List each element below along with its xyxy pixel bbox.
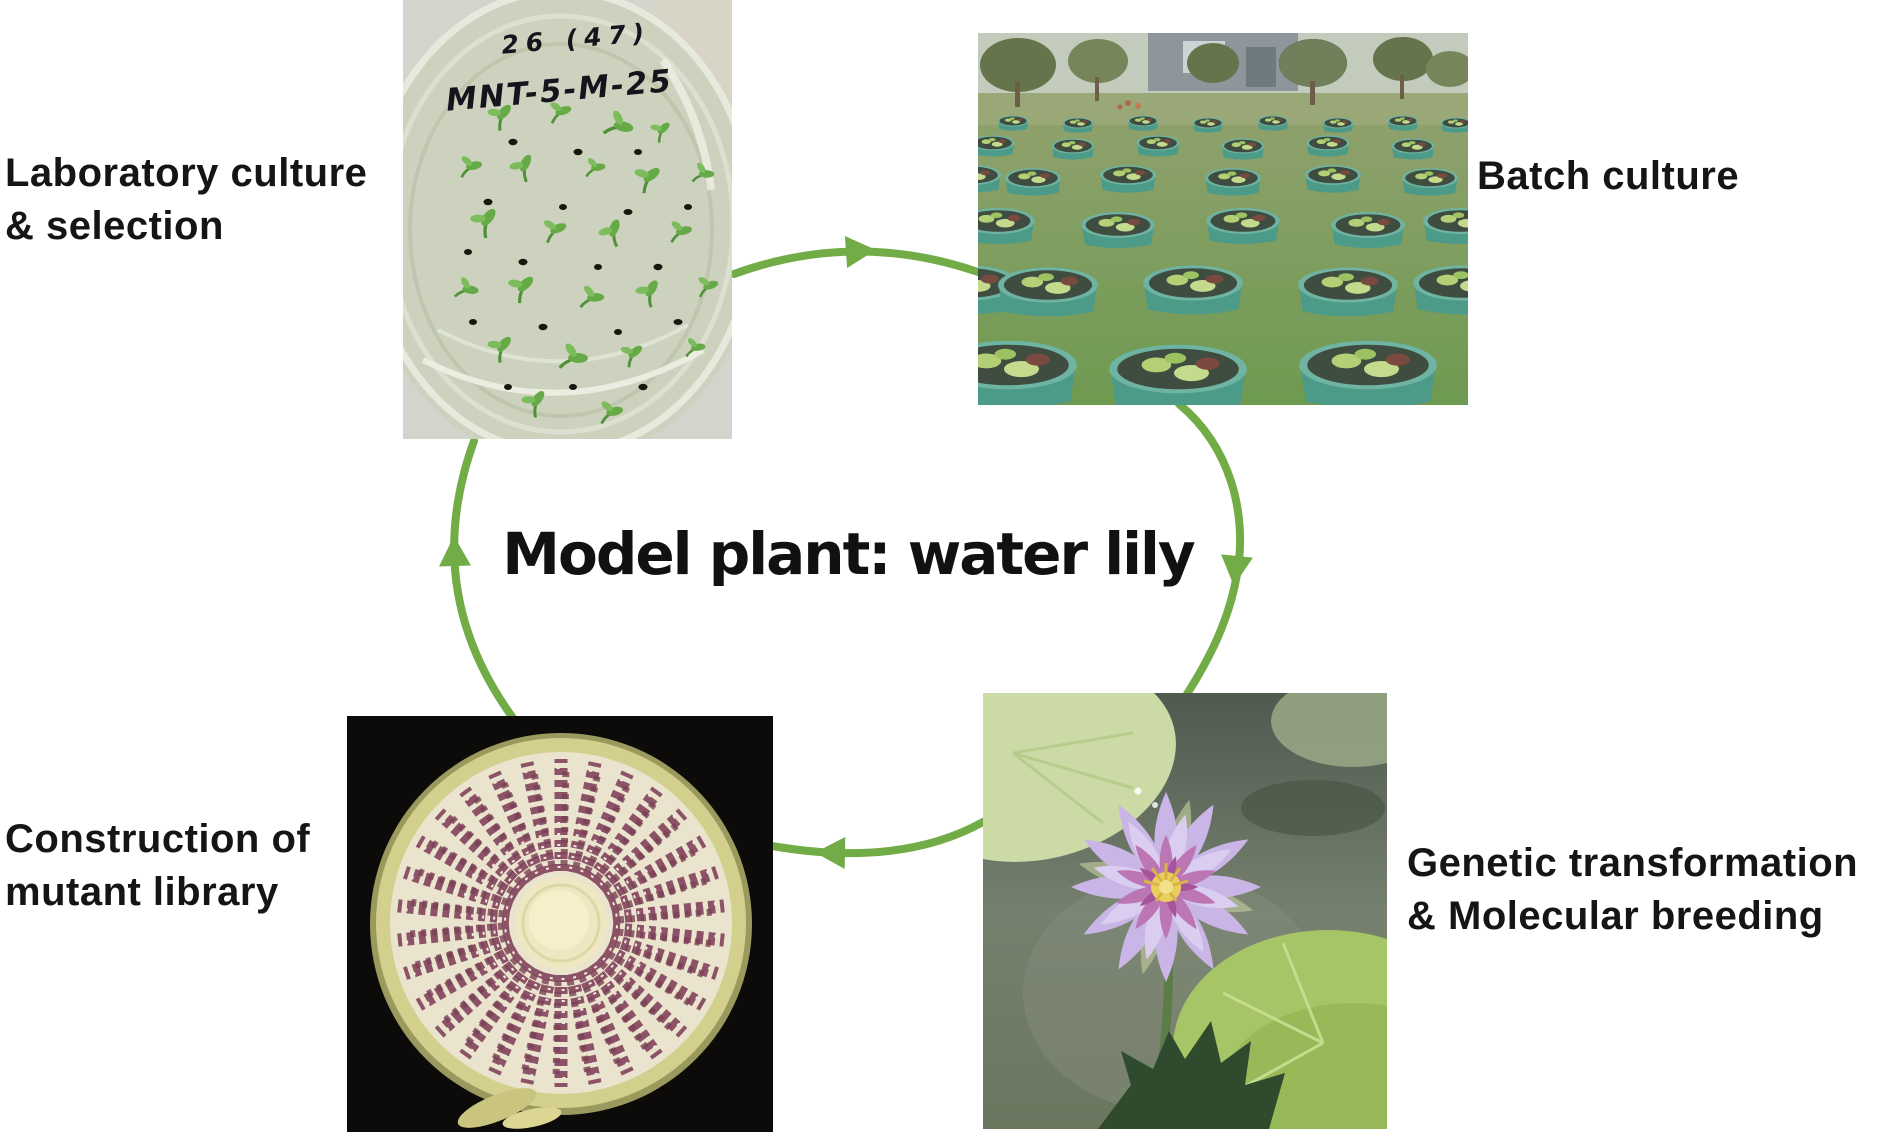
label-laboratory-culture: Laboratory culture & selection [5, 147, 367, 253]
label-genetic-line1: Genetic transformation [1407, 841, 1859, 885]
petri-dish-photo: 26 (47) MNT-5-M-25 [403, 0, 732, 439]
arrow-lab-to-batch-curve [730, 247, 982, 278]
label-mutant-line2: mutant library [5, 870, 279, 914]
batch-culture-photo [978, 33, 1468, 405]
label-batch-culture: Batch culture [1477, 150, 1739, 203]
lily-pad-top-left [983, 693, 1176, 862]
label-batch-line1: Batch culture [1477, 154, 1740, 198]
label-genetic-transformation: Genetic transformation & Molecular breed… [1407, 837, 1858, 943]
water-lily-flower-photo [983, 693, 1387, 1129]
label-laboratory-line2: & selection [5, 204, 224, 248]
label-mutant-library: Construction of mutant library [5, 813, 310, 919]
arrow-genetic-to-mutant-curve [768, 818, 987, 858]
arrowhead-up-icon [439, 536, 471, 567]
arrowhead-down-icon [1221, 554, 1253, 586]
trees [980, 37, 1468, 110]
seeds [464, 138, 692, 391]
flower-blossom [1071, 792, 1261, 982]
dark-leaf-silhouette [1098, 1021, 1285, 1129]
figure-title: Model plant: water lily [502, 520, 1195, 588]
arrowhead-left-icon [815, 837, 846, 869]
label-genetic-line2: & Molecular breeding [1407, 894, 1824, 938]
label-mutant-line1: Construction of [5, 817, 311, 861]
arrowhead-right-icon [844, 236, 876, 268]
fruit-cross-section-photo [347, 716, 773, 1132]
label-laboratory-line1: Laboratory culture [5, 151, 368, 195]
